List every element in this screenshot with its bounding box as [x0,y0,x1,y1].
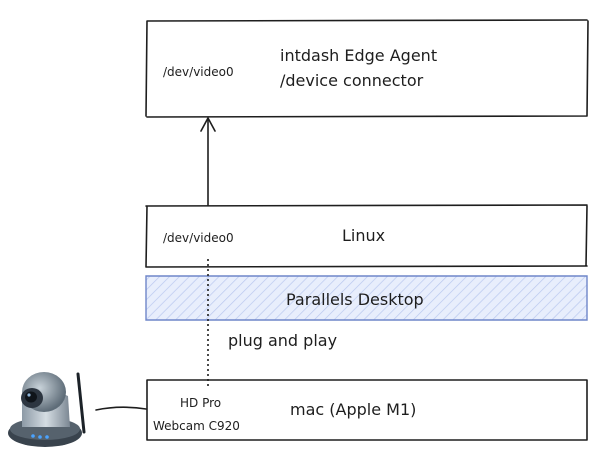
camera-cable [95,406,147,411]
parallels-title: Parallels Desktop [286,290,424,309]
mac-box: HD Pro Webcam C920 mac (Apple M1) [146,379,588,441]
linux-title: Linux [342,226,385,245]
connection-label: plug and play [228,331,337,350]
agent-title-line2: /device connector [280,71,424,90]
camera-label-line2: Webcam C920 [153,419,240,433]
mac-title: mac (Apple M1) [290,400,416,419]
ip-camera-icon [8,372,86,447]
linux-device-label: /dev/video0 [163,231,234,245]
upward-arrow [200,117,216,206]
agent-box: /dev/video0 intdash Edge Agent /device c… [145,19,589,118]
agent-device-label: /dev/video0 [163,65,234,79]
agent-title-line1: intdash Edge Agent [280,46,437,65]
parallels-box: Parallels Desktop [145,275,588,321]
camera-label-line1: HD Pro [180,396,221,410]
linux-box: /dev/video0 Linux [145,204,588,268]
